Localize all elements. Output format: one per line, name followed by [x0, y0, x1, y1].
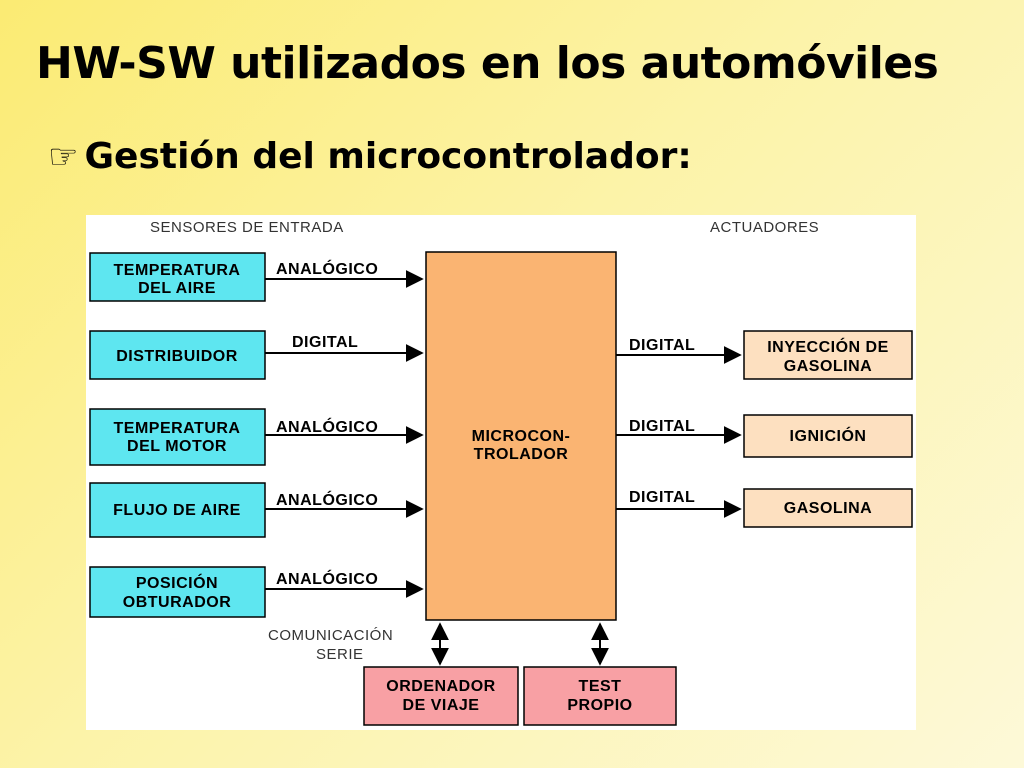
sensor-box-throttle-position [89, 566, 266, 618]
diagram-canvas: SENSORES DE ENTRADA ACTUADORES MICROCON-… [89, 219, 913, 726]
signal-label: DIGITAL [629, 337, 695, 354]
slide-title: HW-SW utilizados en los automóviles [36, 38, 939, 89]
sensor-box-air-flow [89, 482, 266, 538]
signal-label: DIGITAL [629, 418, 695, 435]
peripheral-label: TEST [579, 678, 622, 695]
sensors-header: SENSORES DE ENTRADA [150, 219, 344, 236]
actuator-label: IGNICIÓN [790, 426, 867, 445]
sensor-box-distributor [89, 330, 266, 380]
microcontroller-label-line2: TROLADOR [474, 446, 569, 463]
actuator-box-fuel-injection [743, 330, 913, 380]
peripheral-label: PROPIO [567, 697, 632, 714]
sensor-box-engine-temperature [89, 408, 266, 466]
signal-label: DIGITAL [629, 489, 695, 506]
actuators-header: ACTUADORES [710, 219, 819, 236]
sensor-label: TEMPERATURA [114, 262, 241, 279]
sensor-label: TEMPERATURA [114, 420, 241, 437]
actuator-label: GASOLINA [784, 358, 872, 375]
signal-label: ANALÓGICO [276, 569, 378, 588]
sensor-label: DISTRIBUIDOR [116, 348, 238, 365]
microcontroller-diagram: SENSORES DE ENTRADA ACTUADORES MICROCON-… [86, 215, 916, 730]
microcontroller-label-line1: MICROCON- [472, 428, 571, 445]
peripheral-label: DE VIAJE [403, 697, 480, 714]
serial-label-line1: COMUNICACIÓN [268, 627, 393, 644]
actuator-box-ignition [743, 414, 913, 458]
sensor-label: DEL MOTOR [127, 438, 227, 455]
sensor-label: POSICIÓN [136, 573, 218, 592]
trip-computer-box [363, 666, 519, 726]
self-test-box [523, 666, 677, 726]
pointing-hand-icon: ☞ [48, 136, 79, 177]
actuator-group: INYECCIÓN DE GASOLINA DIGITAL IGNICIÓN D… [616, 330, 913, 528]
signal-label: ANALÓGICO [276, 259, 378, 278]
signal-label: DIGITAL [292, 334, 358, 351]
peripheral-label: ORDENADOR [386, 678, 495, 695]
actuator-box-fuel [743, 488, 913, 528]
microcontroller-block [425, 251, 617, 621]
sensor-label: OBTURADOR [123, 594, 232, 611]
actuator-label: GASOLINA [784, 500, 872, 517]
signal-label: ANALÓGICO [276, 417, 378, 436]
sensor-group: TEMPERATURA DEL AIRE ANALÓGICO DISTRIBUI… [89, 252, 424, 618]
signal-label: ANALÓGICO [276, 490, 378, 509]
sensor-label: DEL AIRE [138, 280, 216, 297]
subtitle-text: Gestión del microcontrolador: [84, 136, 692, 177]
serial-label-line2: SERIE [316, 646, 364, 663]
actuator-label: INYECCIÓN DE [767, 337, 889, 356]
sensor-label: FLUJO DE AIRE [113, 502, 241, 519]
slide-subtitle: ☞ Gestión del microcontrolador: [48, 136, 692, 177]
sensor-box-air-temperature [89, 252, 266, 302]
